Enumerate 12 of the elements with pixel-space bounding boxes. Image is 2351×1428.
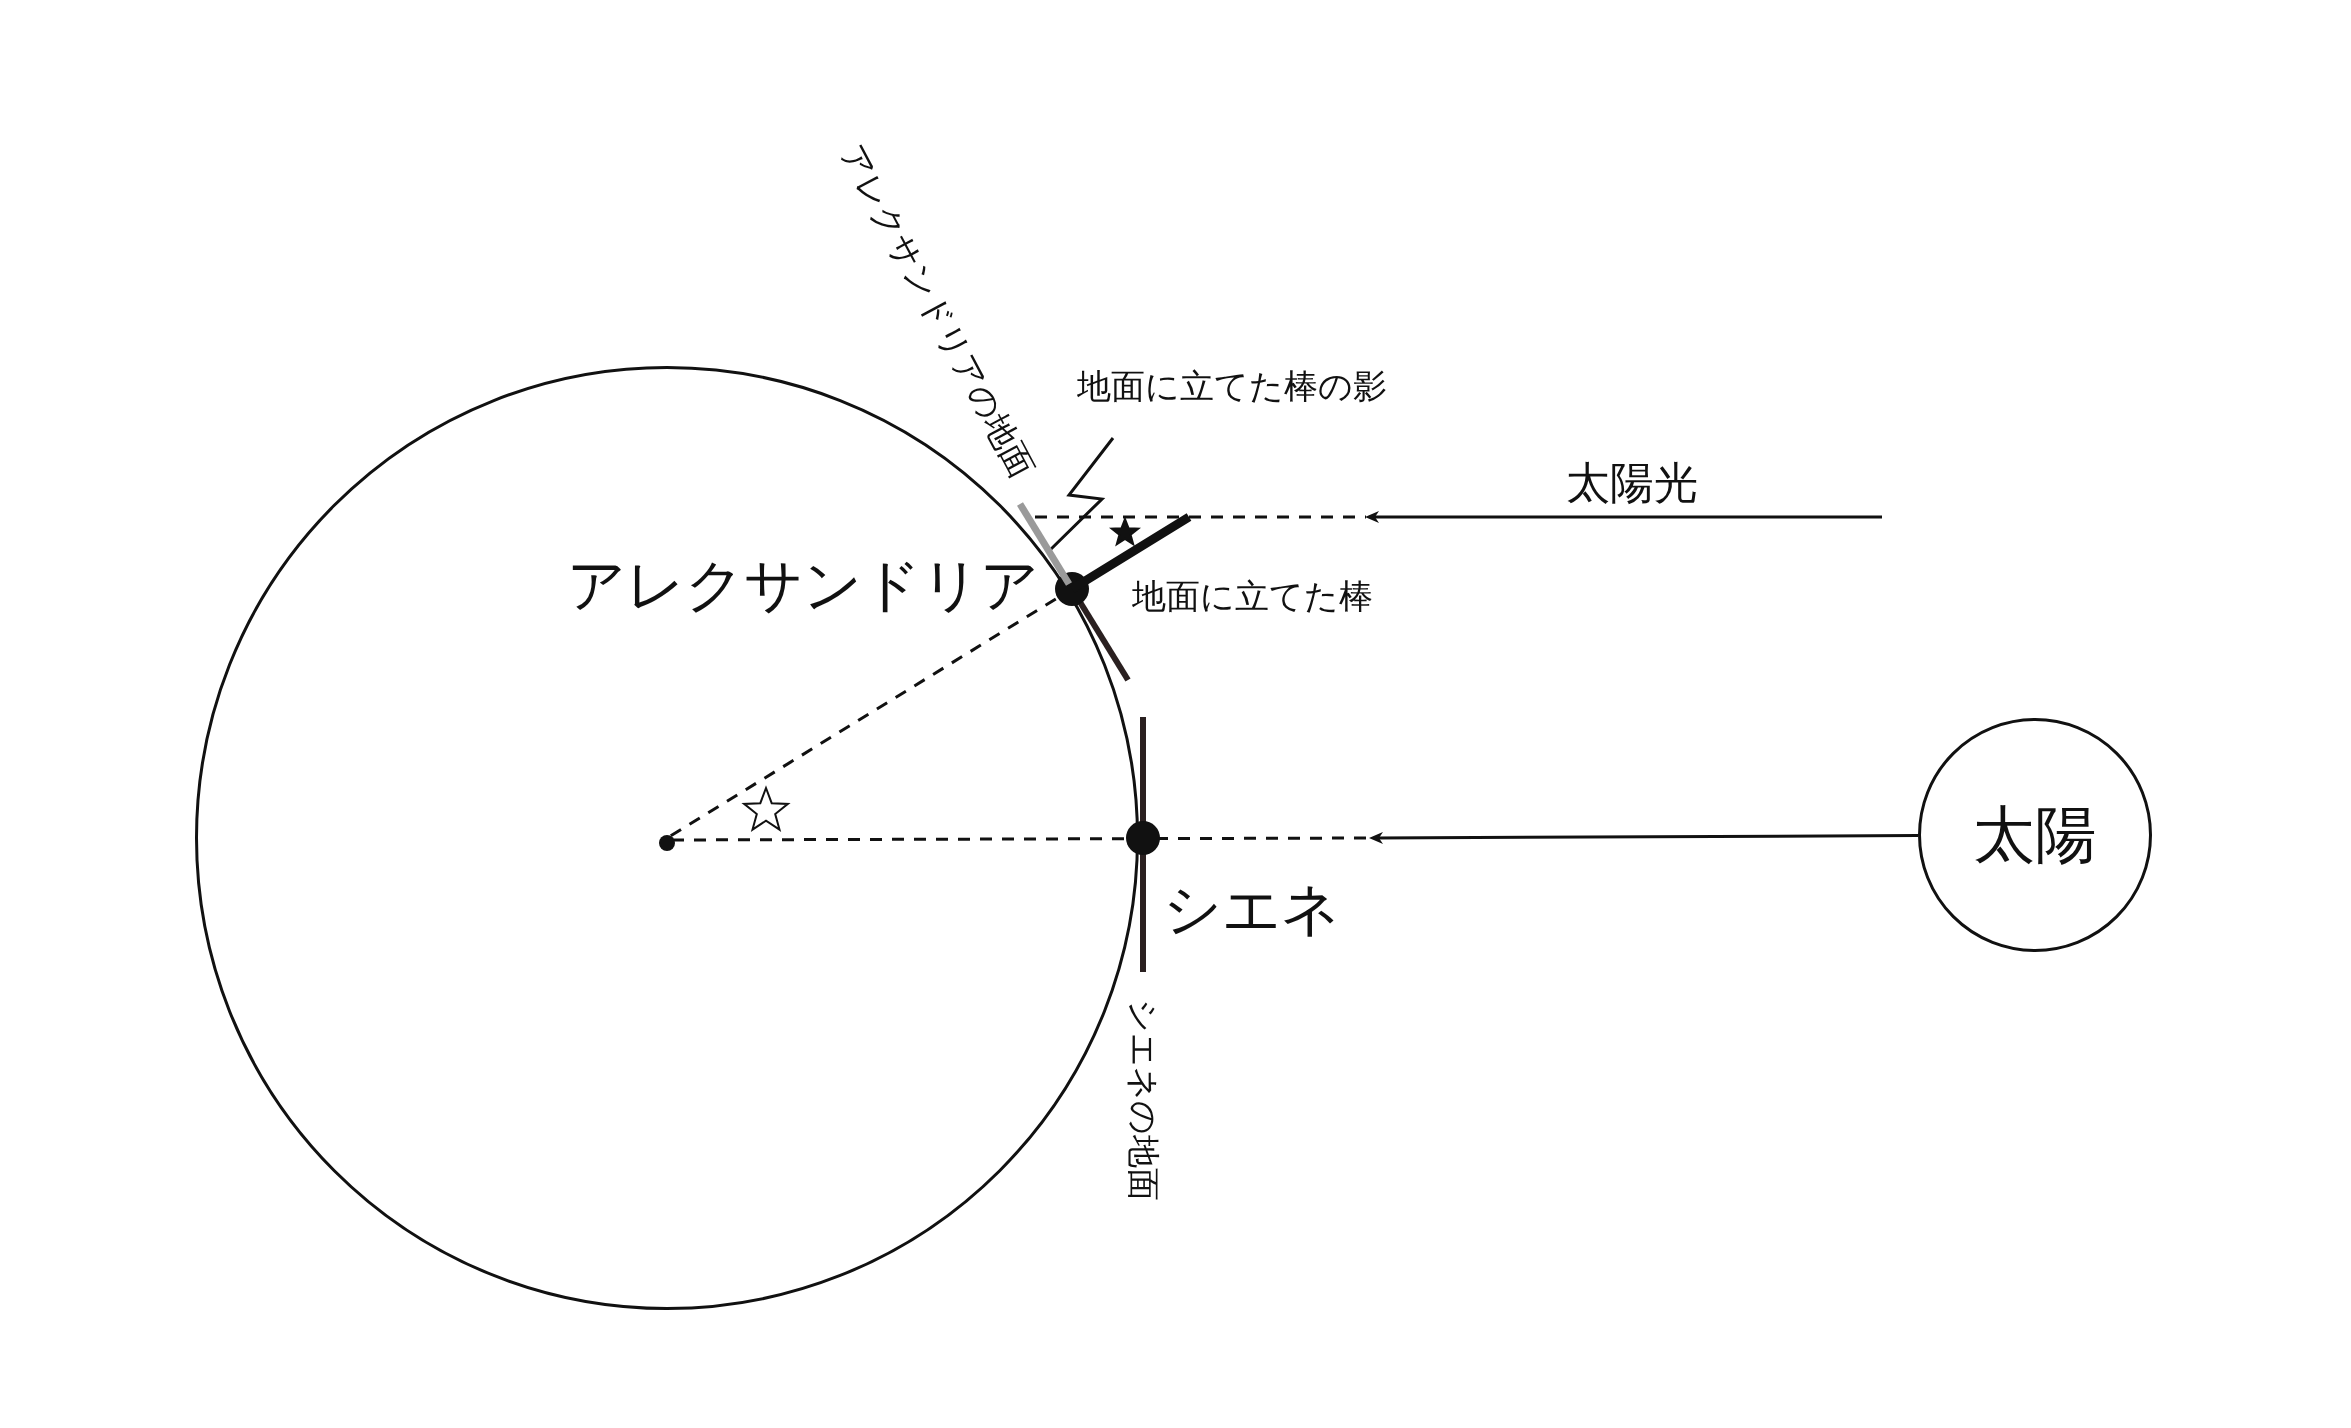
light-ray-arrow (1369, 831, 1918, 844)
dashed-line (670, 596, 1059, 838)
callout-text: 地面に立てた棒の影 (1077, 366, 1387, 407)
ground-label: アレクサンドリアの地面 (835, 139, 1039, 483)
sun-label: 太陽 (1973, 797, 2097, 873)
place-label: シエネ (1163, 880, 1340, 938)
ground-label: シエネの地面 (1126, 999, 1160, 1201)
place-label: アレクサンドリア (567, 556, 1039, 614)
ground-label: 太陽光 (1566, 461, 1698, 505)
sun-circle (1918, 718, 2152, 952)
stick-label: 地面に立てた棒 (1132, 579, 1373, 613)
center-dot (659, 835, 675, 851)
